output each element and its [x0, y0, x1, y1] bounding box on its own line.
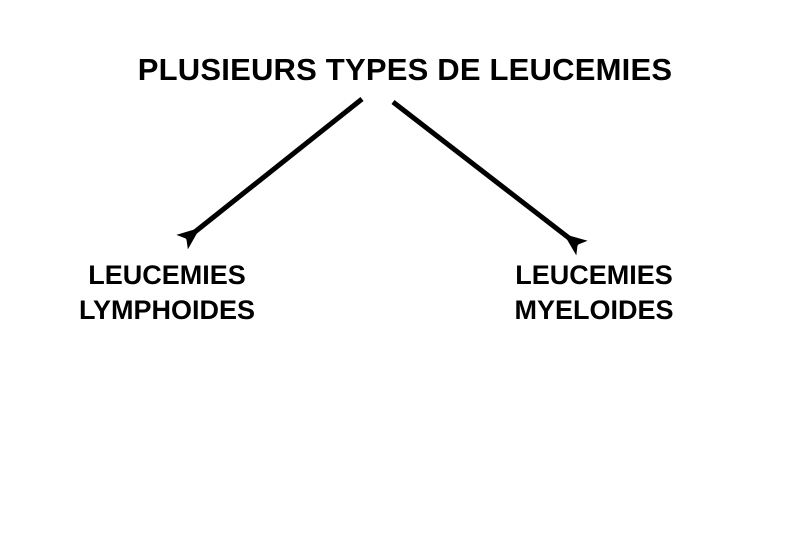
branch-label-myeloid-line1: LEUCEMIES: [515, 260, 673, 290]
branch-label-lymphoid-line1: LEUCEMIES: [88, 260, 246, 290]
branch-label-myeloid-line2: MYELOIDES: [514, 295, 674, 325]
arrow-to-myeloid-icon: [391, 100, 588, 256]
branch-label-myeloid: LEUCEMIES MYELOIDES: [463, 258, 725, 328]
branch-label-lymphoid-line2: LYMPHOIDES: [78, 295, 256, 325]
branch-label-lymphoid: LEUCEMIES LYMPHOIDES: [36, 258, 298, 328]
page-title: PLUSIEURS TYPES DE LEUCEMIES: [137, 52, 673, 87]
arrow-to-lymphoid-icon: [176, 97, 364, 250]
